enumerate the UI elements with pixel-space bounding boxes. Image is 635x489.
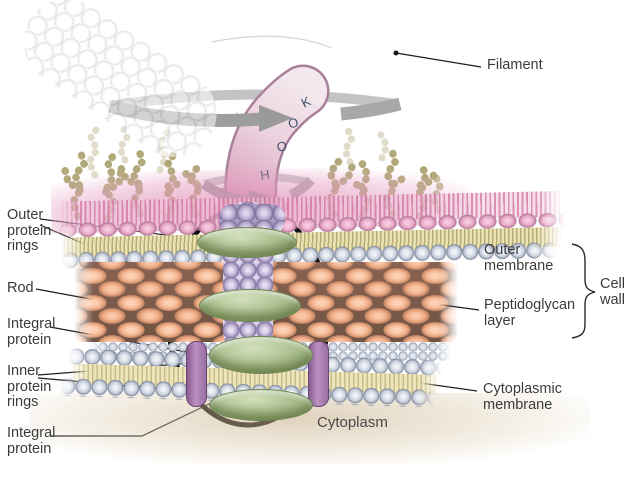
outer-protein-ring-top (197, 227, 297, 258)
label-cytoplasm: Cytoplasm (317, 414, 388, 431)
outer-protein-ring-bottom (199, 289, 301, 322)
label-inner-protein-rings: Inner protein rings (7, 363, 52, 410)
inner-protein-ring-bottom (209, 389, 313, 421)
integral-protein-right (308, 341, 329, 407)
leader-filament (395, 52, 482, 68)
label-rod: Rod (7, 280, 34, 296)
inner-protein-ring-top (209, 336, 313, 374)
integral-protein-left (186, 341, 207, 407)
cell-wall-brace (571, 243, 596, 339)
hook-letter-o1: O (275, 138, 288, 155)
rotation-arrow-upper-right-segment (340, 97, 402, 121)
rotation-arrowhead-upper (259, 105, 293, 132)
label-integral-protein-lower: Integral protein (7, 425, 56, 457)
label-cell-wall: Cell wall (600, 276, 625, 308)
label-filament: Filament (487, 57, 543, 73)
label-cytoplasmic-membrane: Cytoplasmic membrane (483, 381, 562, 413)
label-outer-membrane: Outer membrane (484, 242, 554, 274)
label-integral-protein-upper: Integral protein (7, 316, 56, 348)
label-outer-protein-rings: Outer protein rings (7, 207, 52, 254)
rotation-sweep-line (211, 35, 333, 49)
label-peptidoglycan-layer: Peptidoglycan layer (484, 297, 576, 329)
